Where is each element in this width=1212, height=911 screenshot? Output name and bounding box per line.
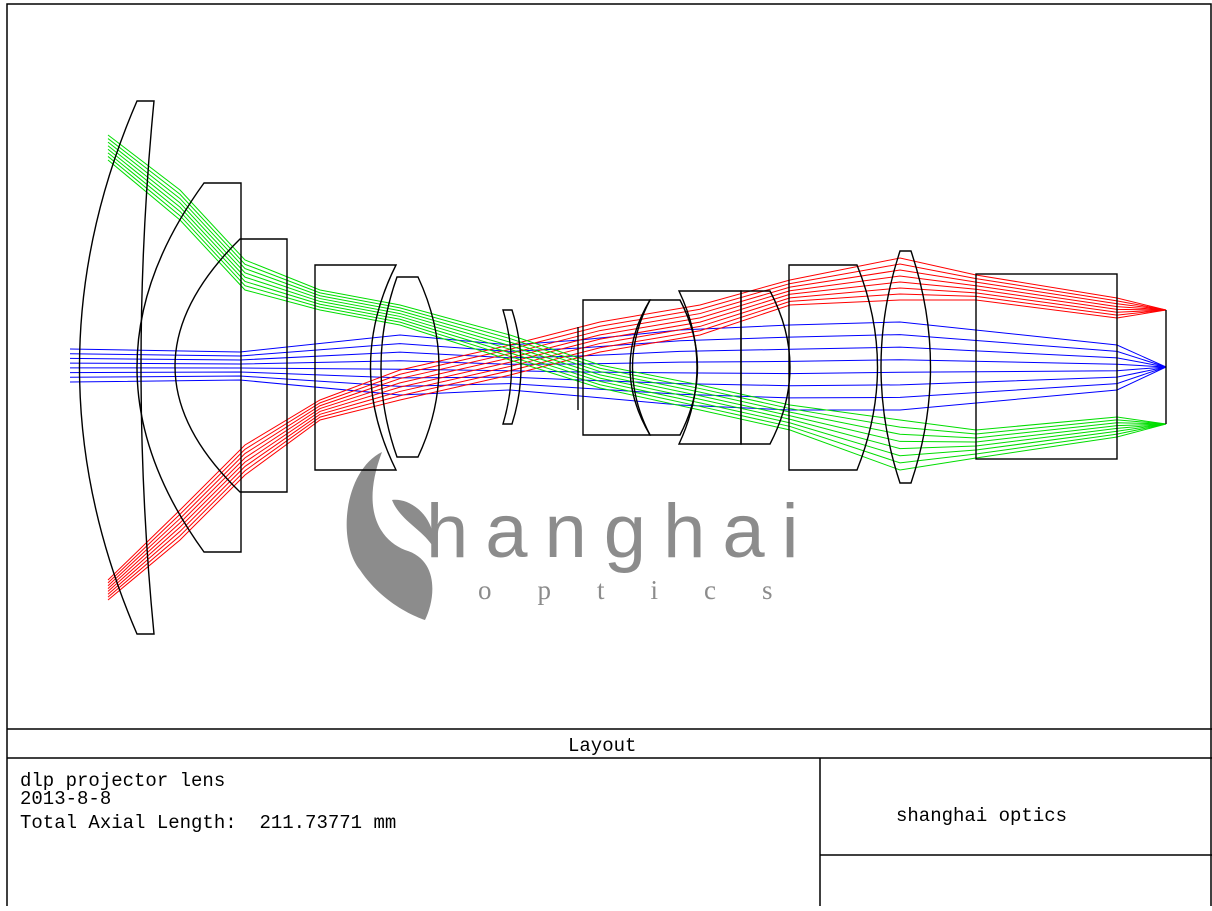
lens-element-10 [740,290,791,445]
field-ray-lower [107,159,1167,471]
axial-ray [69,346,1167,368]
lens-element-4 [314,264,398,471]
prism-block [975,273,1118,460]
shanghai-optics-s-logo-icon [346,452,433,620]
lens-element-7 [582,299,652,436]
company-name: shanghai optics [896,805,1068,827]
lens-element-11 [788,264,879,471]
axial-ray [69,366,1167,375]
title-block [7,728,1212,906]
watermark-sub-text: optics [478,575,819,605]
drawing-caption: Layout [568,735,637,757]
axial-ray [69,366,1167,387]
drawing-border [6,3,1212,911]
lens-element-9 [677,290,742,445]
lens-element-12 [880,250,932,484]
lens-element-6 [502,309,522,425]
lens-description: dlp projector lens [20,770,226,792]
axial-ray [69,366,1167,411]
lens-elements [78,100,1167,635]
axial-ray [69,334,1167,368]
design-date: 2013-8-8 [20,788,112,810]
lens-element-1 [78,100,155,635]
lens-element-5 [380,276,440,458]
axial-ray [69,359,1167,368]
axial-ray [69,321,1167,368]
lens-element-2 [136,182,242,553]
total-axial-length: Total Axial Length: 211.73771 mm [20,812,397,834]
field-ray-lower [107,156,1167,464]
watermark-brand-text: hanghai [426,489,816,574]
lens-element-3 [174,238,288,493]
